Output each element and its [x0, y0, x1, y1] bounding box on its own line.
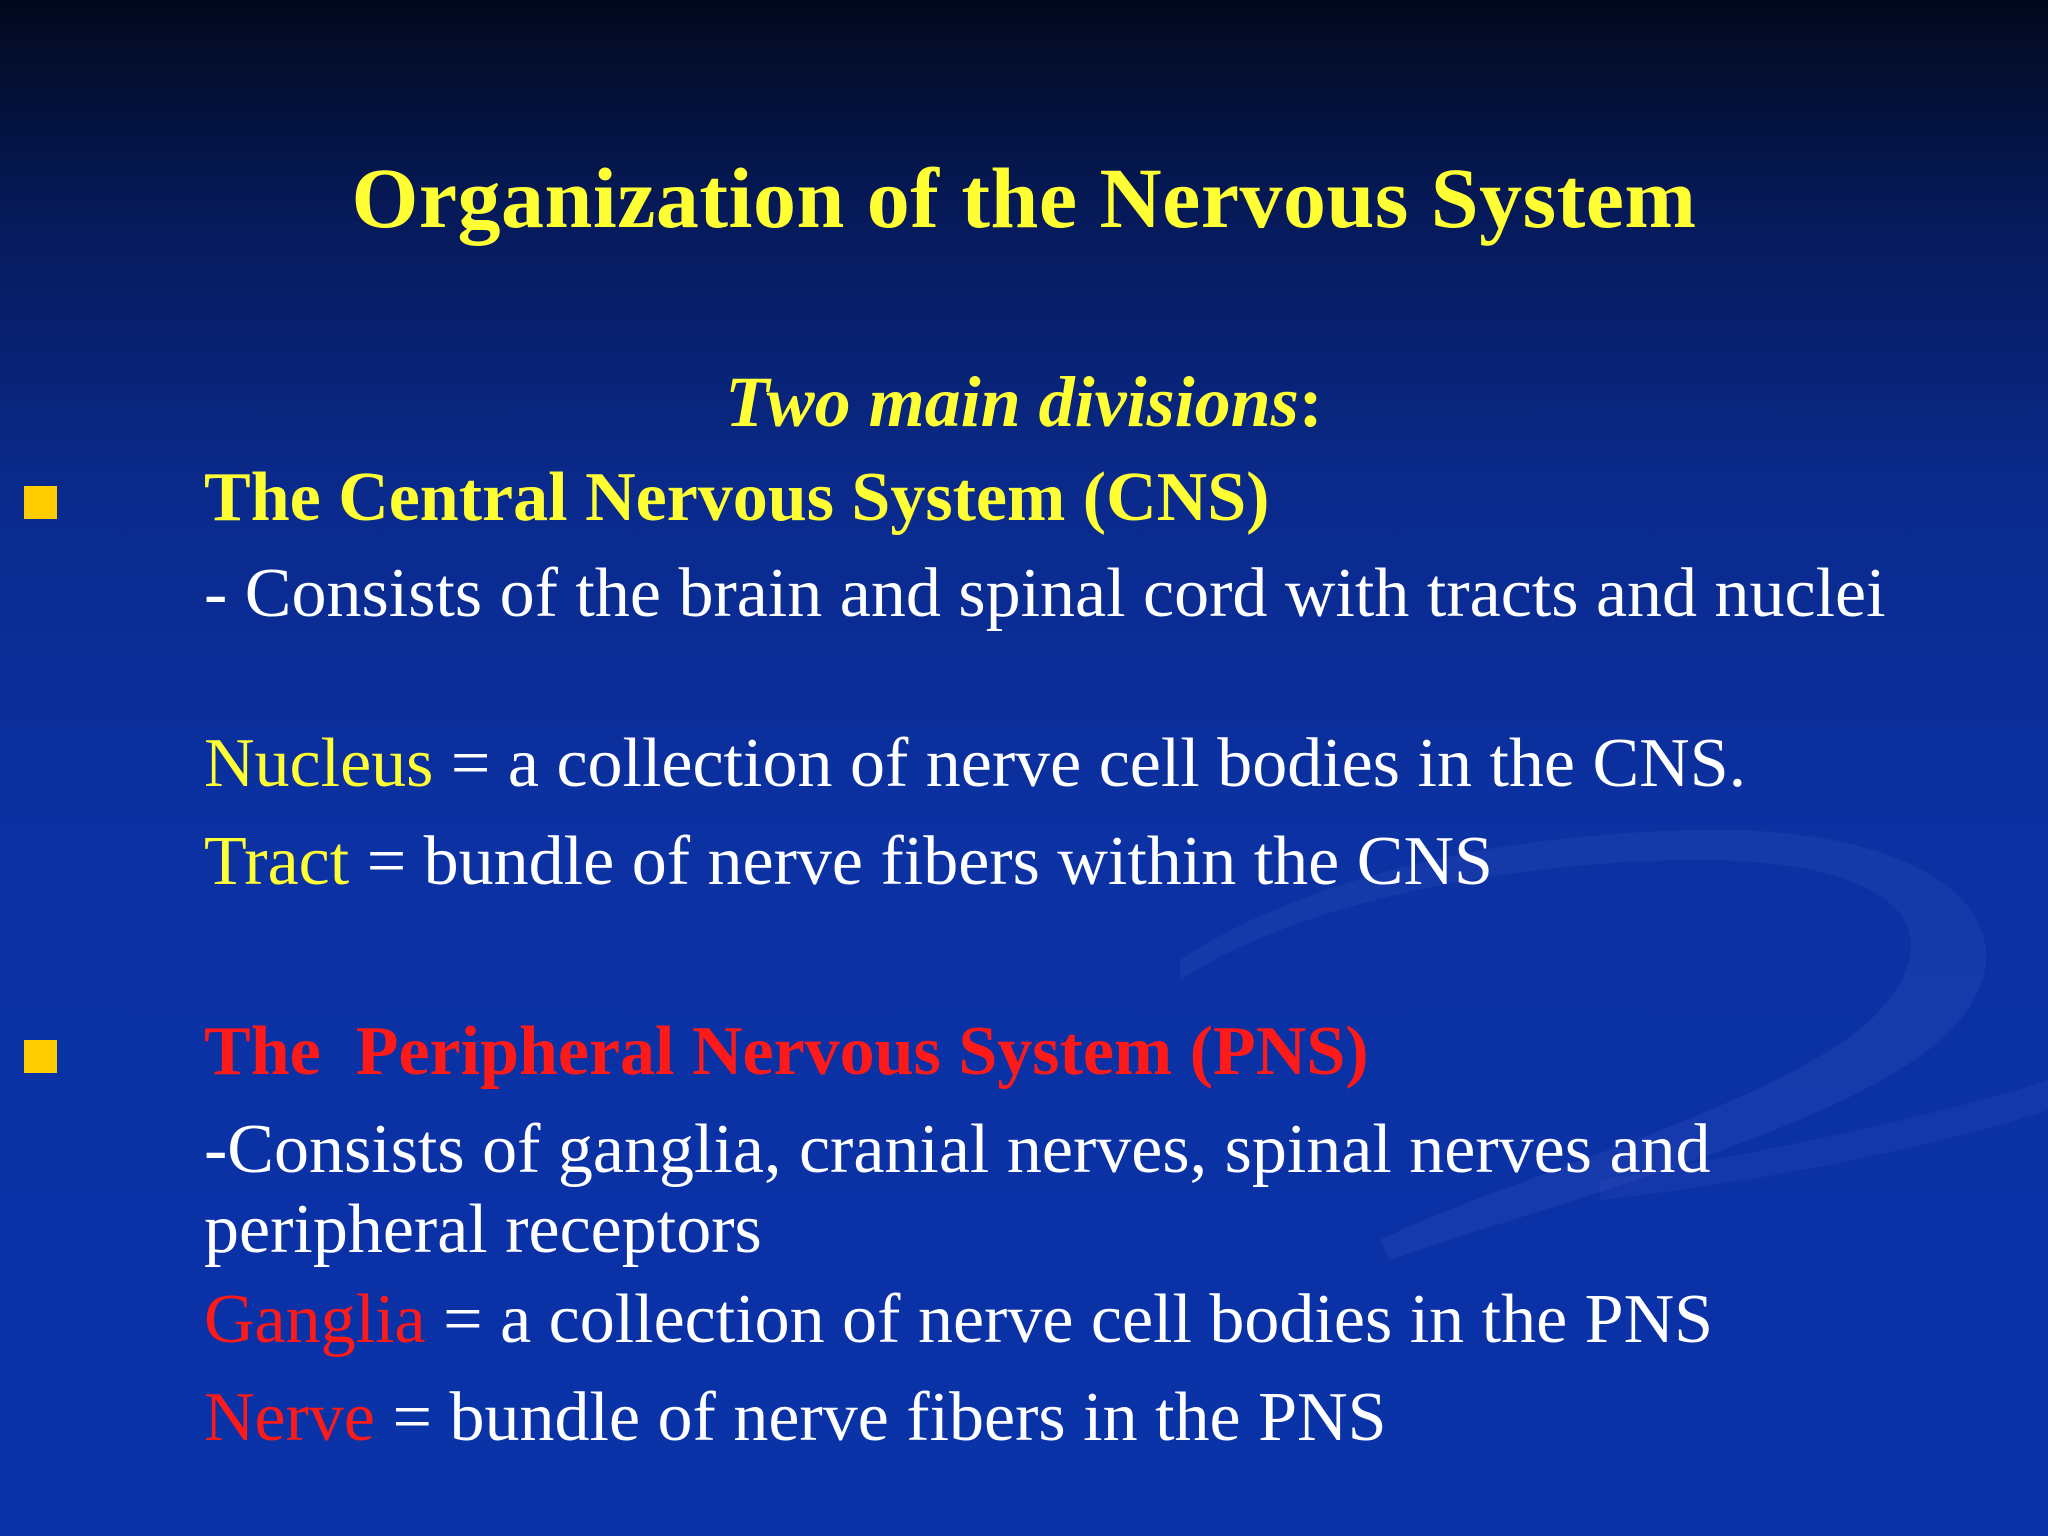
definition-term: Tract [204, 823, 350, 900]
definition-term: Nerve [204, 1379, 376, 1456]
definition-term: Nucleus [204, 725, 434, 802]
subtitle-colon: : [1298, 362, 1323, 442]
pns-heading: The Peripheral Nervous System (PNS) [204, 1013, 1369, 1090]
cns-definition-nucleus: Nucleus = a collection of nerve cell bod… [204, 722, 1746, 806]
cns-heading: The Central Nervous System (CNS) [204, 459, 1270, 536]
subtitle-text: Two main divisions [725, 362, 1299, 442]
pns-description: -Consists of ganglia, cranial nerves, sp… [204, 1111, 1711, 1268]
definition-text: = bundle of nerve fibers in the PNS [375, 1379, 1387, 1456]
definition-term: Ganglia [204, 1281, 426, 1358]
definition-text: = a collection of nerve cell bodies in t… [433, 725, 1747, 802]
slide-subtitle: Two main divisions: [0, 360, 2048, 444]
cns-description: - Consists of the brain and spinal cord … [204, 555, 1886, 632]
definition-text: = bundle of nerve fibers within the CNS [349, 823, 1493, 900]
pns-definition-nerve: Nerve = bundle of nerve fibers in the PN… [204, 1376, 1387, 1460]
bullet-square-icon [24, 1040, 57, 1073]
cns-definition-tract: Tract = bundle of nerve fibers within th… [204, 820, 1493, 904]
bullet-square-icon [24, 486, 57, 519]
definition-text: = a collection of nerve cell bodies in t… [425, 1281, 1714, 1358]
slide-title: Organization of the Nervous System [351, 150, 1697, 246]
pns-definition-ganglia: Ganglia = a collection of nerve cell bod… [204, 1278, 1713, 1362]
